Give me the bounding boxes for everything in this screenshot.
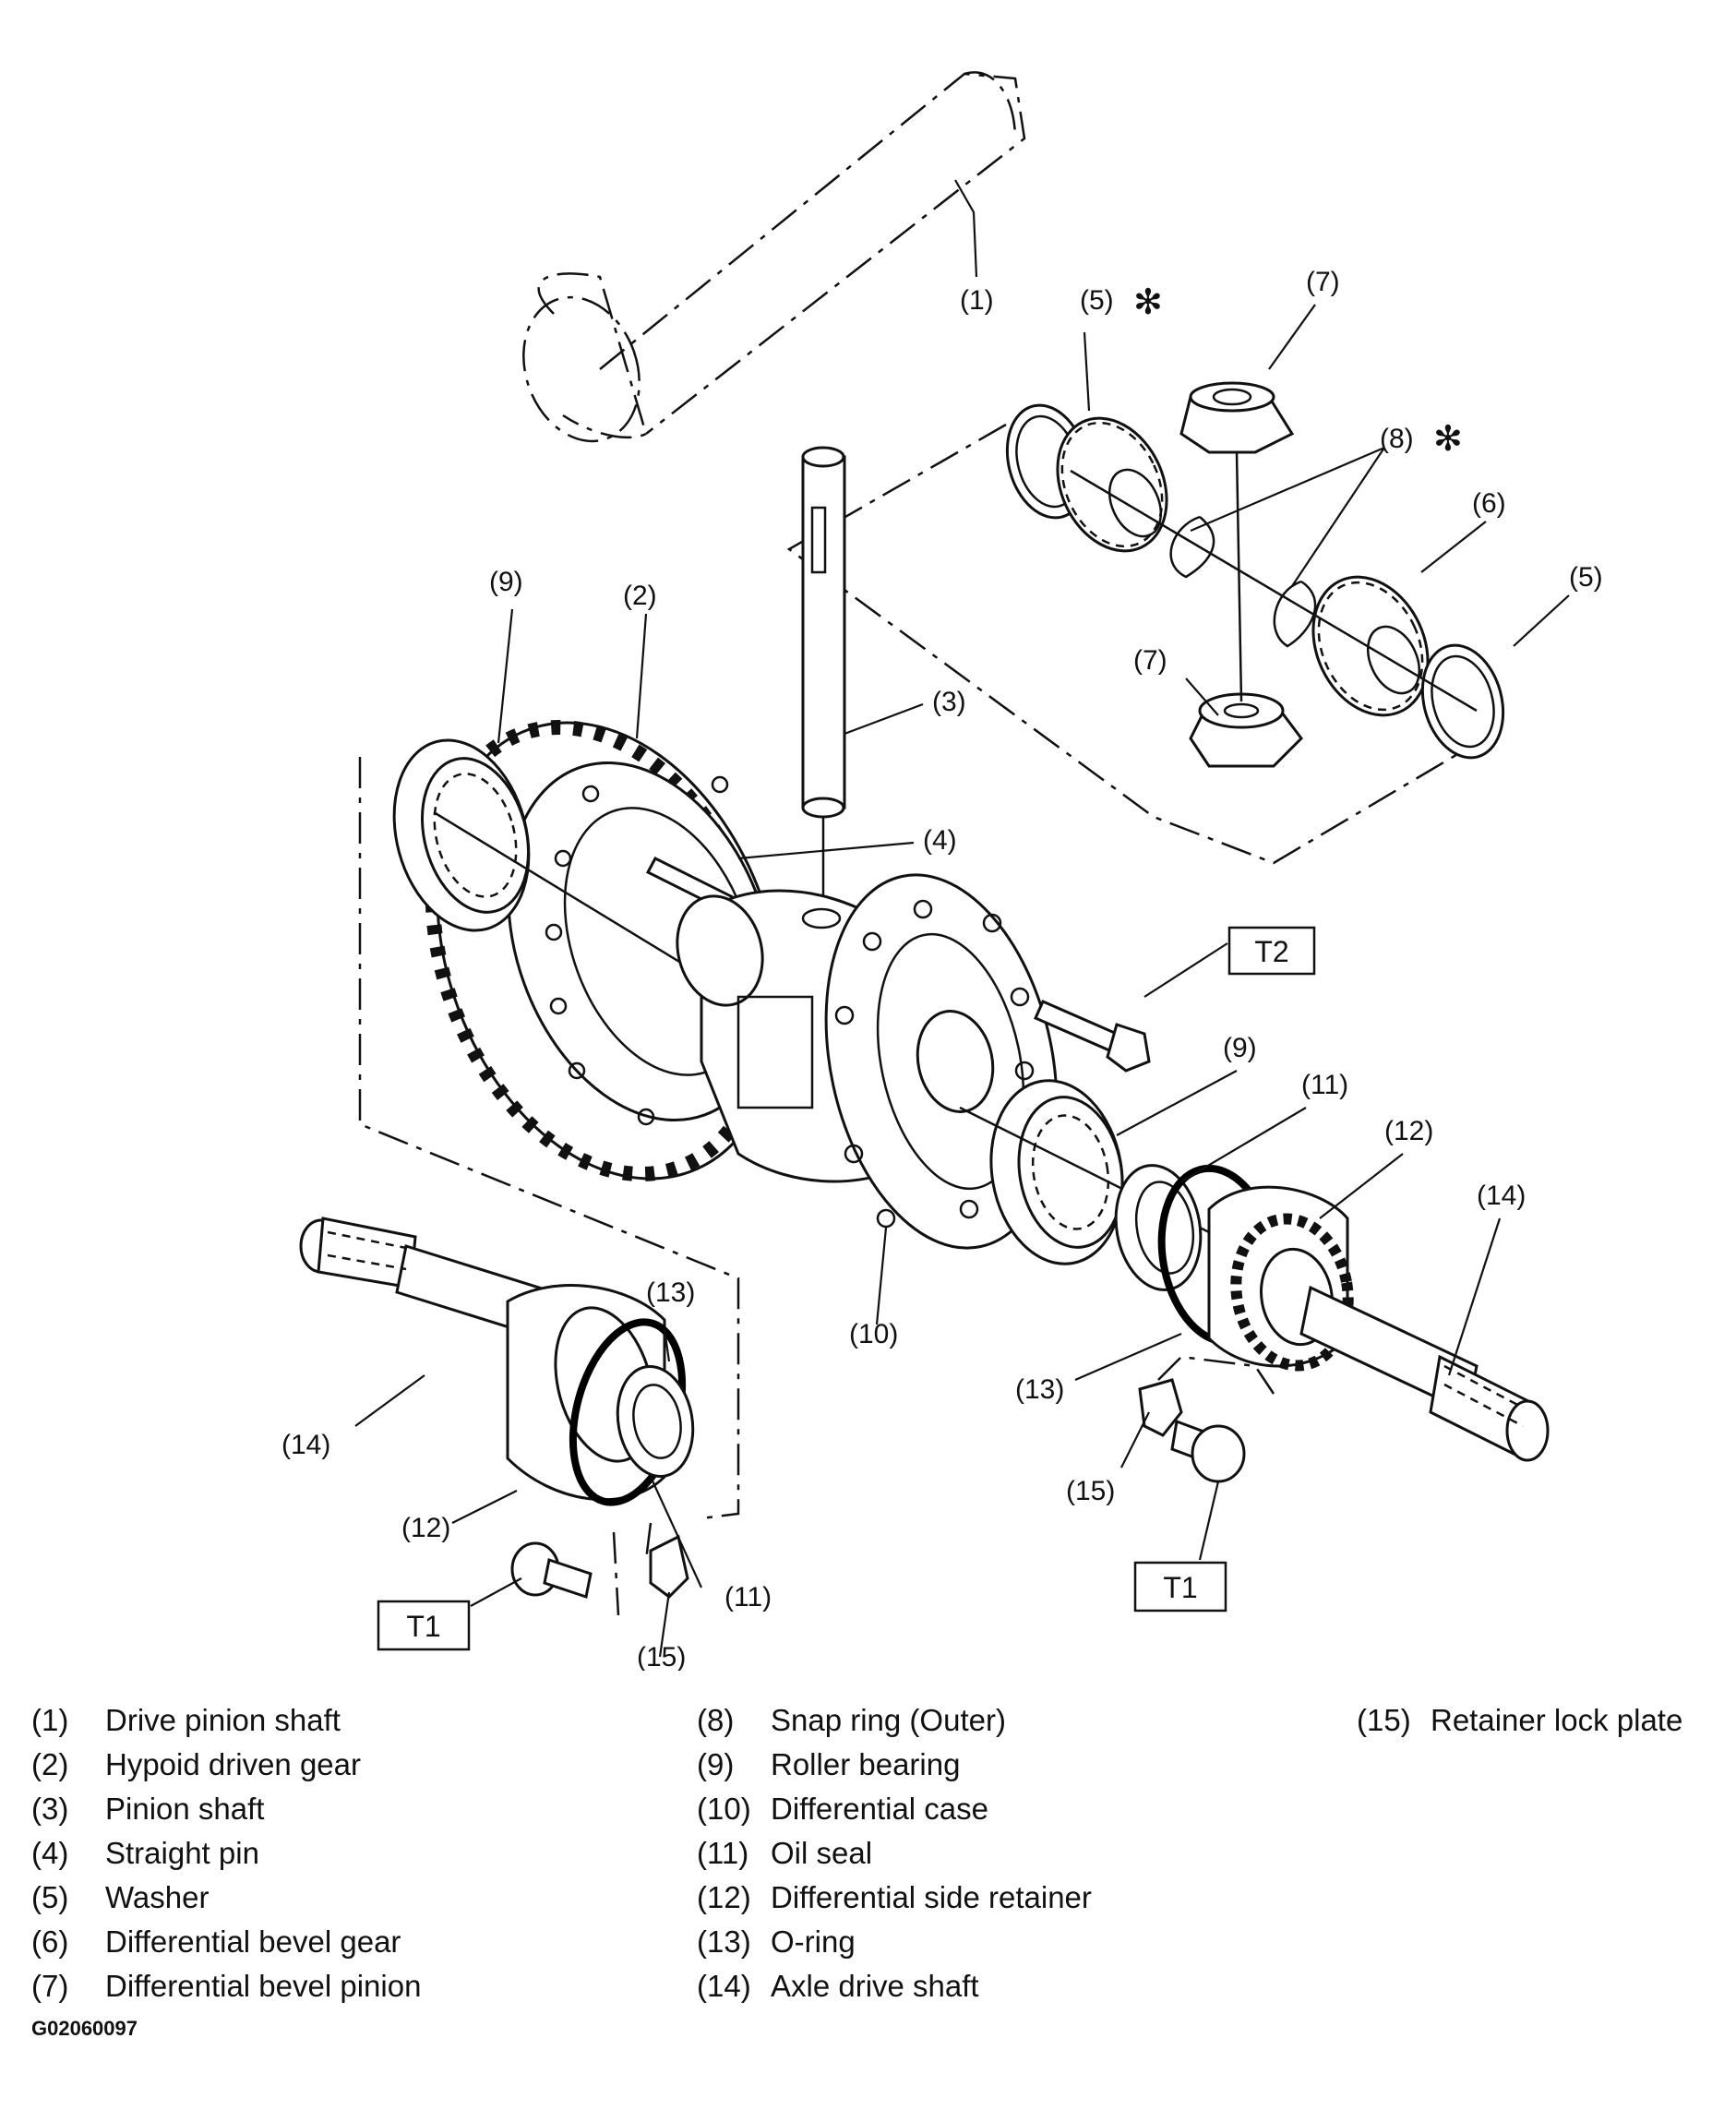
retainer-bolt-left xyxy=(510,1541,593,1599)
torque-box-t2: T2 xyxy=(1227,926,1316,976)
retainer-bolt-right xyxy=(1170,1419,1246,1483)
retainer-lock-plate-right xyxy=(1138,1378,1183,1437)
callout-14-right: (14) xyxy=(1477,1181,1526,1211)
callout-5-right: (5) xyxy=(1569,562,1603,593)
legend-column-3: (15)Retainer lock plate xyxy=(1357,1698,1683,1743)
exploded-diagram: (1) (5) ✻ (7) (8) ✻ (6) (5) (7) (9) (2) … xyxy=(281,71,1603,1671)
case-bolt xyxy=(1034,1000,1151,1073)
legend-item: (2)Hypoid driven gear xyxy=(31,1747,361,1781)
torque-label-t1-left: T1 xyxy=(406,1610,440,1643)
assembly-frame-lower-left xyxy=(358,757,740,1520)
pinion-axis-line xyxy=(1235,451,1243,702)
legend-column-2: (8)Snap ring (Outer) (9)Roller bearing (… xyxy=(697,1698,1092,2008)
differential-bevel-gear-right xyxy=(1311,575,1430,717)
legend-item: (7)Differential bevel pinion xyxy=(31,1969,422,2003)
callout-7-upper: (7) xyxy=(1306,267,1340,297)
asterisk-mark-5: ✻ xyxy=(1133,283,1163,322)
figure-code: G02060097 xyxy=(31,2017,138,2040)
legend-item: (13)O-ring xyxy=(697,1924,856,1959)
callout-15-left: (15) xyxy=(637,1642,686,1671)
legend-item: (3)Pinion shaft xyxy=(31,1792,265,1826)
callout-9-upper: (9) xyxy=(489,567,523,597)
legend-item: (6)Differential bevel gear xyxy=(31,1924,401,1959)
callout-11-left: (11) xyxy=(724,1582,772,1612)
leader-lines xyxy=(354,179,1570,1658)
roller-bearing-left xyxy=(392,738,531,932)
callout-2: (2) xyxy=(623,581,657,611)
side-gear-axis-line xyxy=(1070,469,1478,713)
callout-10: (10) xyxy=(849,1319,898,1349)
snap-ring-upper xyxy=(1169,515,1215,579)
legend-item: (5)Washer xyxy=(31,1880,210,1914)
legend-item: (12)Differential side retainer xyxy=(697,1880,1092,1914)
torque-label-t2: T2 xyxy=(1254,935,1288,968)
torque-label-t1-right: T1 xyxy=(1163,1571,1197,1604)
callout-12-left: (12) xyxy=(401,1513,450,1543)
legend-item: (1)Drive pinion shaft xyxy=(31,1703,341,1737)
callout-15-right: (15) xyxy=(1066,1476,1115,1506)
snap-ring-lower xyxy=(1273,580,1317,648)
callout-4: (4) xyxy=(923,825,957,856)
callout-3: (3) xyxy=(932,687,966,717)
torque-box-t1-right: T1 xyxy=(1133,1561,1227,1612)
legend-item: (8)Snap ring (Outer) xyxy=(697,1703,1006,1737)
legend-item: (11)Oil seal xyxy=(697,1836,873,1870)
asterisk-mark-8: ✻ xyxy=(1433,420,1463,459)
legend-item: (9)Roller bearing xyxy=(697,1747,961,1781)
oil-seal-right xyxy=(1114,1164,1203,1291)
legend-item: (15)Retainer lock plate xyxy=(1357,1703,1683,1737)
oil-seal-left xyxy=(616,1365,695,1478)
legend-column-1: (1)Drive pinion shaft (2)Hypoid driven g… xyxy=(31,1698,422,2008)
callout-13-left: (13) xyxy=(646,1277,695,1308)
retainer-lock-plate-left xyxy=(649,1534,689,1599)
differential-bevel-gear-left xyxy=(1056,416,1168,553)
pinion-shaft xyxy=(801,446,846,819)
right-lock-frame xyxy=(1157,1355,1275,1395)
legend-item: (14)Axle drive shaft xyxy=(697,1969,979,2003)
legend-item: (10)Differential case xyxy=(697,1792,989,1826)
callout-8: (8) xyxy=(1380,424,1414,454)
left-lock-frame xyxy=(612,1522,652,1616)
assembly-frame-upper xyxy=(786,423,1501,865)
callout-5-upper: (5) xyxy=(1080,285,1114,316)
legend-item: (4)Straight pin xyxy=(31,1836,259,1870)
callout-14-left: (14) xyxy=(281,1430,330,1460)
callout-11-right: (11) xyxy=(1301,1070,1348,1100)
callout-9-right: (9) xyxy=(1223,1033,1257,1063)
callout-1: (1) xyxy=(960,285,994,316)
callout-12-right: (12) xyxy=(1384,1116,1433,1146)
differential-bevel-pinion-lower xyxy=(1189,692,1303,768)
callout-6: (6) xyxy=(1472,488,1506,519)
axle-drive-shaft-right xyxy=(1299,1285,1550,1462)
parts-legend: (1)Drive pinion shaft (2)Hypoid driven g… xyxy=(0,1698,1736,2003)
callout-7-lower: (7) xyxy=(1133,645,1167,676)
differential-bevel-pinion-upper xyxy=(1179,381,1295,454)
torque-box-t1-left: T1 xyxy=(377,1600,471,1651)
callout-13-right: (13) xyxy=(1015,1374,1064,1405)
drive-pinion-shaft xyxy=(522,71,1026,443)
roller-bearing-right xyxy=(989,1079,1124,1265)
